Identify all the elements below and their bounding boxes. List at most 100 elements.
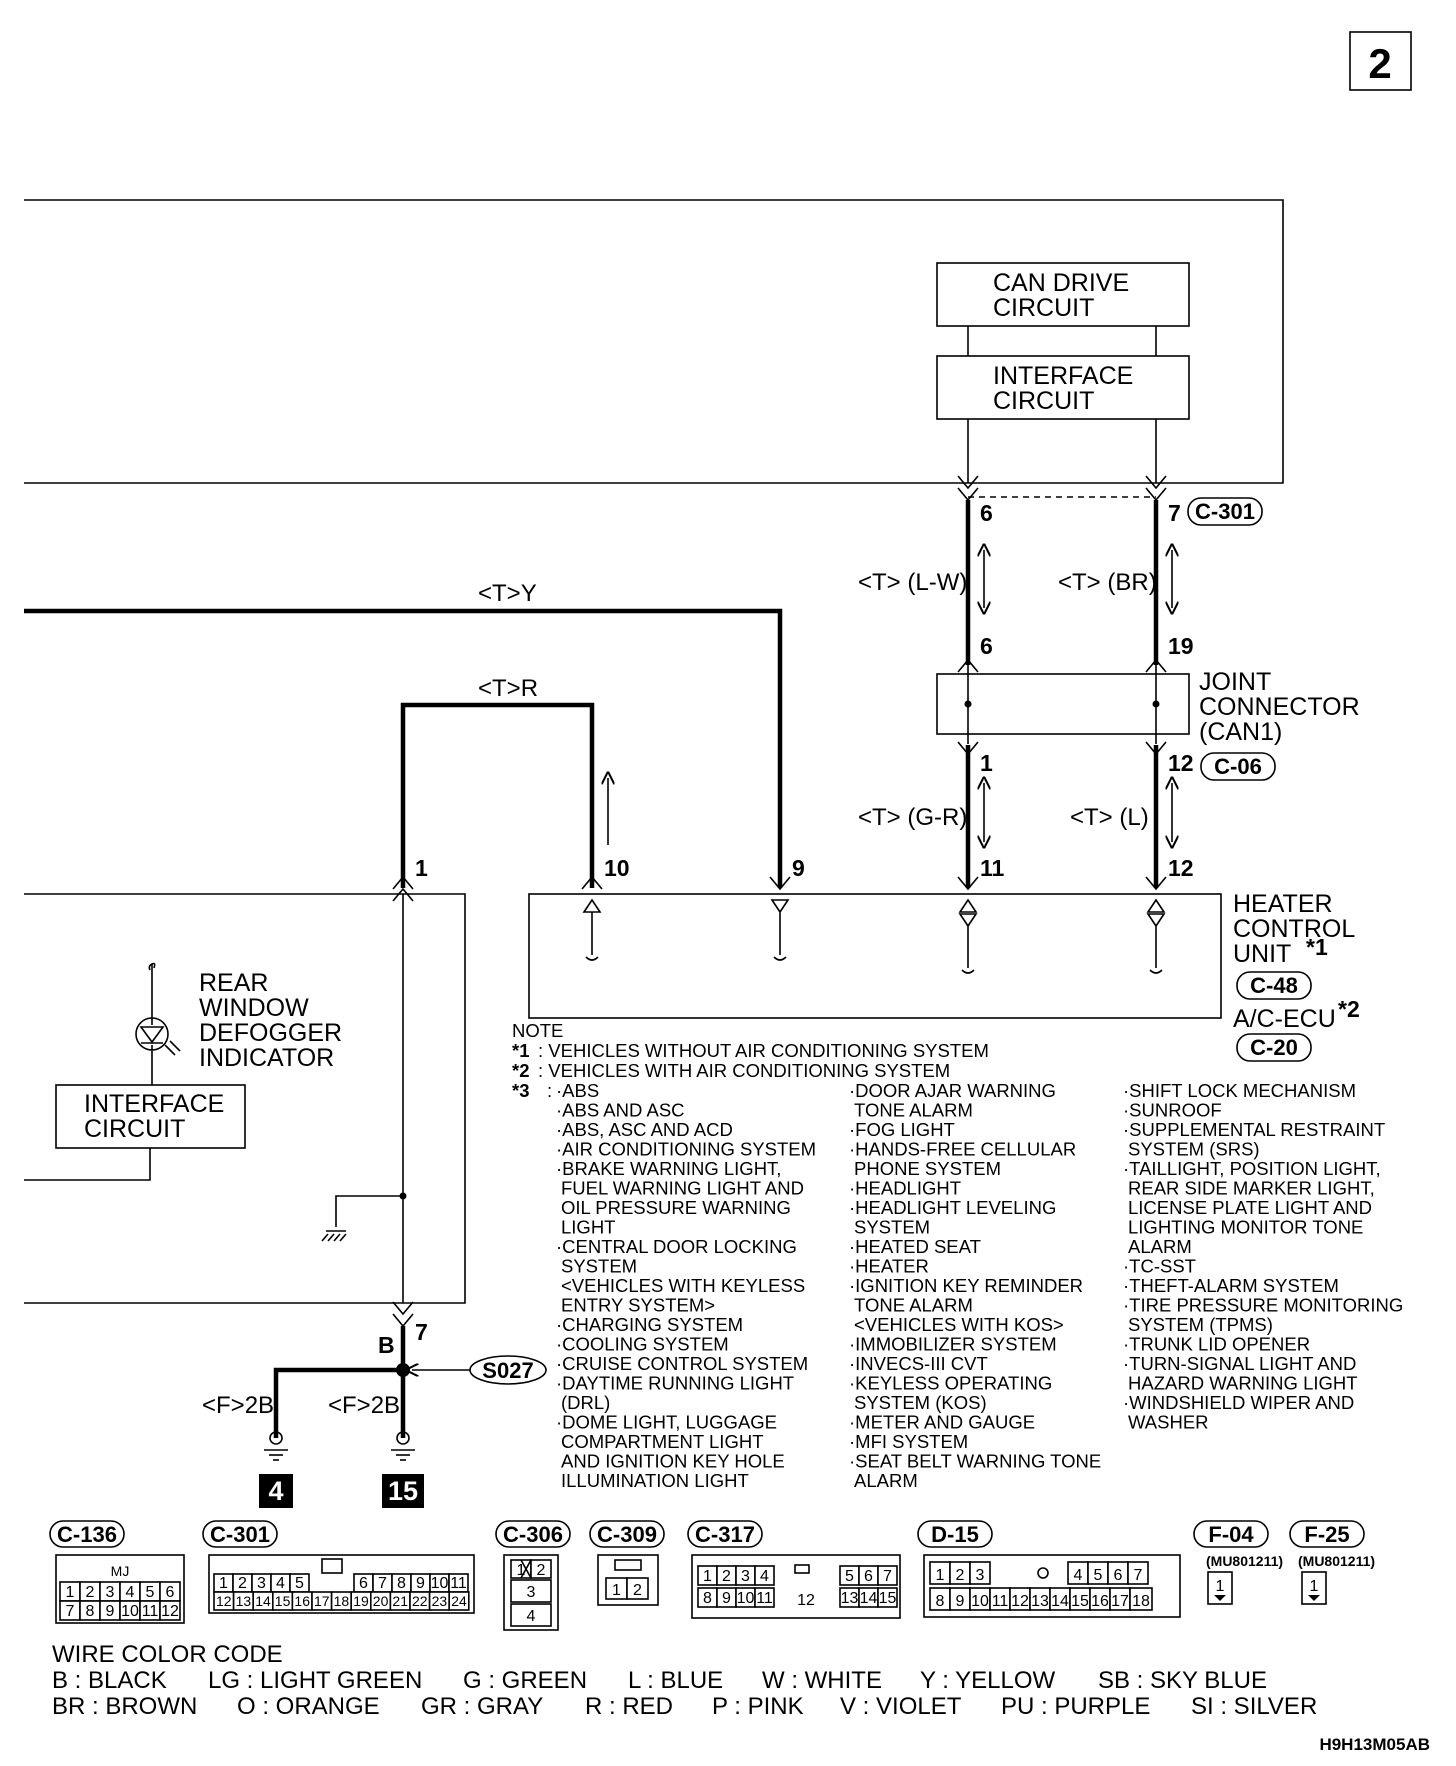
unit-pin-9: 9	[792, 855, 805, 881]
note-item: ·DAYTIME RUNNING LIGHT	[556, 1373, 794, 1394]
note-3-colon: :	[547, 1080, 552, 1101]
wire-yellow	[24, 608, 783, 888]
note-item: ·BRAKE WARNING LIGHT,	[556, 1158, 781, 1179]
connector-pin-label: 3	[527, 1584, 536, 1601]
wire-color-entry: W : WHITE	[762, 1667, 882, 1694]
connector-pin-label: 14	[1051, 1593, 1069, 1610]
connector-pin-label: 3	[741, 1568, 750, 1585]
note-item: ALARM	[1128, 1236, 1192, 1257]
c06-connector-badge	[1200, 752, 1276, 781]
svg-text:(MU801211): (MU801211)	[1206, 1553, 1283, 1569]
heater-control-unit-box	[528, 893, 1222, 1019]
connector-pin-label: 18	[1132, 1593, 1150, 1610]
wire-label-f2b-left: <F>2B	[202, 1392, 274, 1419]
connector-pin-label: 14	[860, 1590, 878, 1607]
rear-defogger-label: INDICATOR	[199, 1044, 334, 1072]
note-item: TONE ALARM	[854, 1295, 973, 1316]
note-item: TONE ALARM	[854, 1100, 973, 1121]
note-item: LIGHTING MONITOR TONE	[1128, 1217, 1363, 1238]
connector-pin-label: 9	[106, 1603, 115, 1620]
note-item: SYSTEM (TPMS)	[1128, 1314, 1273, 1335]
connector-pin-label: 19	[353, 1593, 369, 1609]
wire-color-entry: SI : SILVER	[1191, 1693, 1317, 1720]
note-item: SYSTEM (SRS)	[1128, 1139, 1260, 1160]
connector-pin-label: 14	[255, 1593, 271, 1609]
note-item: ILLUMINATION LIGHT	[561, 1470, 749, 1491]
ac-ecu-label: A/C-ECU	[1233, 1005, 1336, 1033]
connector-pin-cell	[969, 1561, 991, 1585]
note-item: ·AIR CONDITIONING SYSTEM	[556, 1139, 816, 1160]
connector-pin-label: 10	[971, 1593, 989, 1610]
ground-point-15-badge	[382, 1474, 424, 1508]
figure-code: H9H13M05AB	[1319, 1735, 1430, 1754]
heater-control-unit-label: HEATER	[1233, 890, 1333, 918]
page-number-box	[1349, 31, 1412, 91]
connector-pin-label: 5	[1094, 1567, 1103, 1584]
note-item: ·ABS AND ASC	[556, 1100, 685, 1121]
note-item: ·CENTRAL DOOR LOCKING	[556, 1236, 797, 1257]
wire-color-code-title: WIRE COLOR CODE	[52, 1641, 283, 1668]
note-item: ·COOLING SYSTEM	[556, 1334, 729, 1355]
note-item: REAR SIDE MARKER LIGHT,	[1128, 1178, 1375, 1199]
connector-pin-label: 13	[1031, 1593, 1049, 1610]
c301-pin-right: 7	[1168, 500, 1181, 526]
connector-pin-label: 1	[219, 1575, 228, 1592]
lower-pin-7: 7	[415, 1319, 428, 1345]
note-item: ·SEAT BELT WARNING TONE	[849, 1451, 1101, 1472]
ground-symbol-right	[391, 1431, 415, 1461]
note-item: ·HEADLIGHT LEVELING	[849, 1197, 1056, 1218]
rear-defogger-label: WINDOW	[199, 994, 309, 1022]
connector-pin-label: 8	[936, 1593, 945, 1610]
note-item: SYSTEM (KOS)	[854, 1392, 987, 1413]
note-3-mark: *3	[512, 1080, 530, 1101]
connector-pin-label: 2	[956, 1567, 965, 1584]
svg-text:F-25: F-25	[1304, 1522, 1349, 1547]
connector-pin-label: 4	[126, 1584, 135, 1601]
ground-point-15-label: 15	[388, 1476, 418, 1506]
interface-circuit-left-label: INTERFACE	[84, 1090, 224, 1118]
connector-pin-label: 1	[612, 1582, 621, 1599]
note-item: PHONE SYSTEM	[854, 1158, 1001, 1179]
wire-color-entry: SB : SKY BLUE	[1098, 1667, 1267, 1694]
connector-pin-label: 17	[1111, 1593, 1129, 1610]
connector-pin-label: 1	[936, 1567, 945, 1584]
note-2: : VEHICLES WITH AIR CONDITIONING SYSTEM	[538, 1060, 950, 1081]
c48-connector-label: C-48	[1250, 973, 1298, 998]
ground-point-4-badge	[259, 1474, 293, 1508]
note-item: <VEHICLES WITH KEYLESS	[561, 1275, 805, 1296]
heater-control-unit-label: CONTROL	[1233, 915, 1355, 943]
wire-label-l: <T> (L)	[1070, 804, 1149, 831]
joint-pin-top-left: 6	[980, 633, 993, 659]
note-item: ·SUPPLEMENTAL RESTRAINT	[1123, 1119, 1385, 1140]
c301-pin-left: 6	[980, 500, 993, 526]
wire-color-entry: R : RED	[585, 1693, 673, 1720]
svg-text:1: 1	[1216, 1578, 1225, 1595]
svg-text:C-309: C-309	[597, 1522, 657, 1547]
connector-pin-cell	[1129, 1587, 1153, 1611]
connector-pin-label: 4	[527, 1608, 536, 1625]
rear-defogger-label: DEFOGGER	[199, 1019, 342, 1047]
wire-color-entry: O : ORANGE	[237, 1693, 380, 1720]
connector-pin-label: 4	[1074, 1567, 1083, 1584]
connector-pin-label: 8	[86, 1603, 95, 1620]
connector-pin-label: 24	[451, 1593, 467, 1609]
wire-label-tr: <T>R	[478, 675, 538, 702]
note-item: ·METER AND GAUGE	[849, 1412, 1035, 1433]
s027-label: S027	[482, 1358, 533, 1383]
connector-pin-label: 7	[1134, 1567, 1143, 1584]
unit-pin-1: 1	[415, 855, 428, 881]
connector-pin-label: 5	[146, 1584, 155, 1601]
note-item: AND IGNITION KEY HOLE	[561, 1451, 785, 1472]
connector-pin-label: 2	[537, 1562, 546, 1579]
connector-pin-label: 12	[797, 1592, 815, 1609]
wire-label-ty: <T>Y	[478, 580, 537, 607]
ground-point-4-label: 4	[268, 1476, 283, 1506]
connector-pin-label: 6	[166, 1584, 175, 1601]
connector-pin-cell	[448, 1591, 470, 1611]
wire-color-entry: Y : YELLOW	[920, 1667, 1056, 1694]
wire-label-lw: <T> (L-W)	[858, 569, 967, 596]
connector-view-f25: F-25 (MU801211) 1	[1289, 1520, 1375, 1605]
